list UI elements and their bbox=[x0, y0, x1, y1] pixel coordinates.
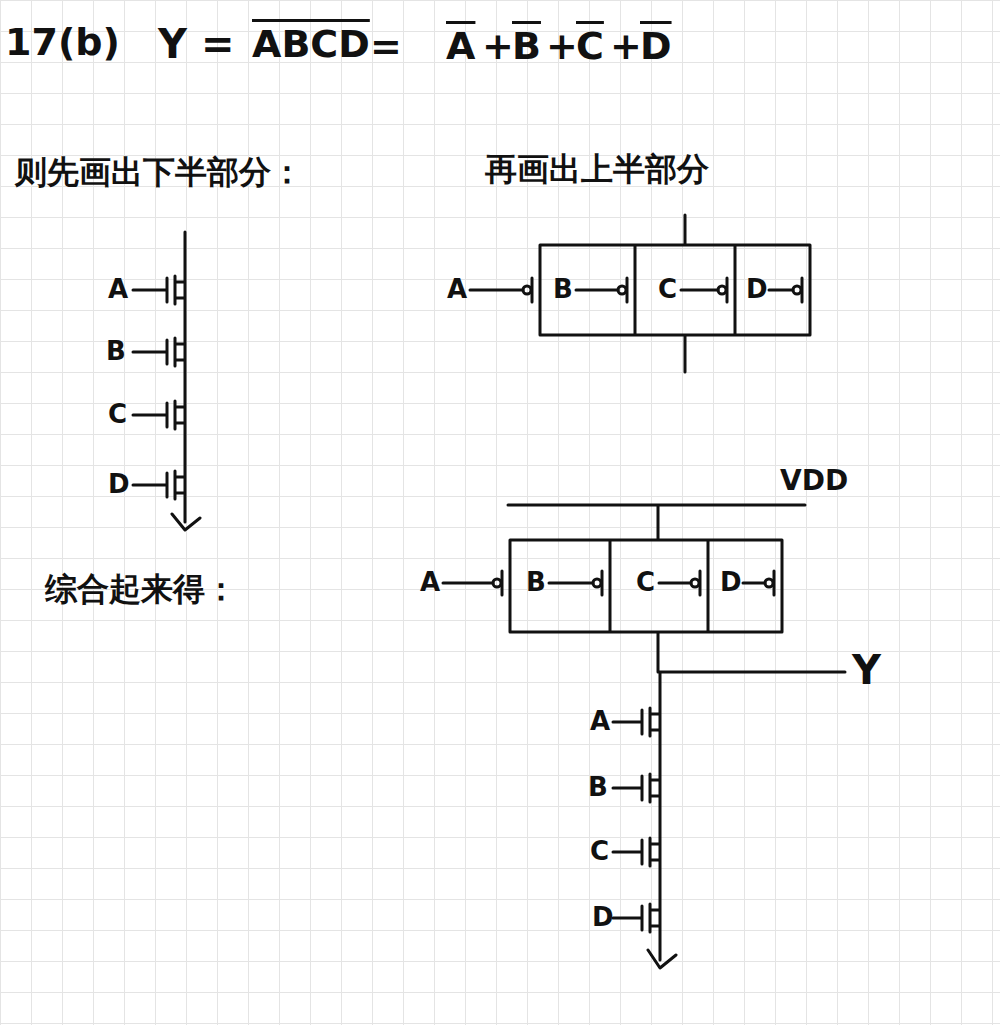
gate-bubble bbox=[793, 286, 801, 294]
gate-bubble bbox=[523, 286, 531, 294]
gate-bubble bbox=[493, 579, 501, 587]
gate-label: D bbox=[720, 568, 742, 597]
equation-part: D bbox=[640, 26, 672, 68]
equation-part: + bbox=[546, 26, 578, 68]
gate-label: C bbox=[108, 400, 127, 429]
supply-label: VDD bbox=[780, 466, 848, 497]
equation-part: + bbox=[482, 26, 514, 68]
gate-label: D bbox=[592, 903, 614, 932]
gate-bubble bbox=[718, 286, 726, 294]
gate-label: A bbox=[590, 707, 610, 736]
gate-label: C bbox=[658, 275, 677, 304]
equation-part: + bbox=[610, 26, 642, 68]
gate-label: B bbox=[588, 773, 608, 802]
step-note: 再画出上半部分 bbox=[485, 152, 709, 187]
gate-label: D bbox=[108, 470, 130, 499]
gate-bubble bbox=[765, 579, 773, 587]
problem-number: 17(b) bbox=[5, 22, 120, 64]
equation-part: B bbox=[512, 26, 541, 68]
equation-part: Y = bbox=[158, 22, 234, 66]
step-note: 综合起来得： bbox=[45, 572, 237, 607]
nmos-stack bbox=[133, 232, 200, 530]
gate-label: C bbox=[636, 568, 655, 597]
gate-label: B bbox=[553, 275, 573, 304]
gate-label: B bbox=[106, 337, 126, 366]
gate-label: A bbox=[420, 568, 440, 597]
gate-bubble bbox=[593, 579, 601, 587]
equation-part: A bbox=[446, 26, 475, 68]
gate-bubble bbox=[691, 579, 699, 587]
nand-circuit bbox=[443, 505, 845, 968]
gate-label: C bbox=[590, 837, 609, 866]
step-note: 则先画出下半部分： bbox=[15, 155, 303, 190]
pmos-network bbox=[470, 215, 810, 372]
equation-part: C bbox=[576, 26, 604, 68]
gate-label: D bbox=[746, 275, 768, 304]
gate-bubble bbox=[618, 286, 626, 294]
gate-label: A bbox=[447, 275, 467, 304]
gate-label: B bbox=[526, 568, 546, 597]
equation-part: = bbox=[370, 26, 402, 68]
gate-label: A bbox=[108, 275, 128, 304]
output-label: Y bbox=[852, 648, 881, 692]
equation-part: ABCD bbox=[252, 24, 370, 66]
